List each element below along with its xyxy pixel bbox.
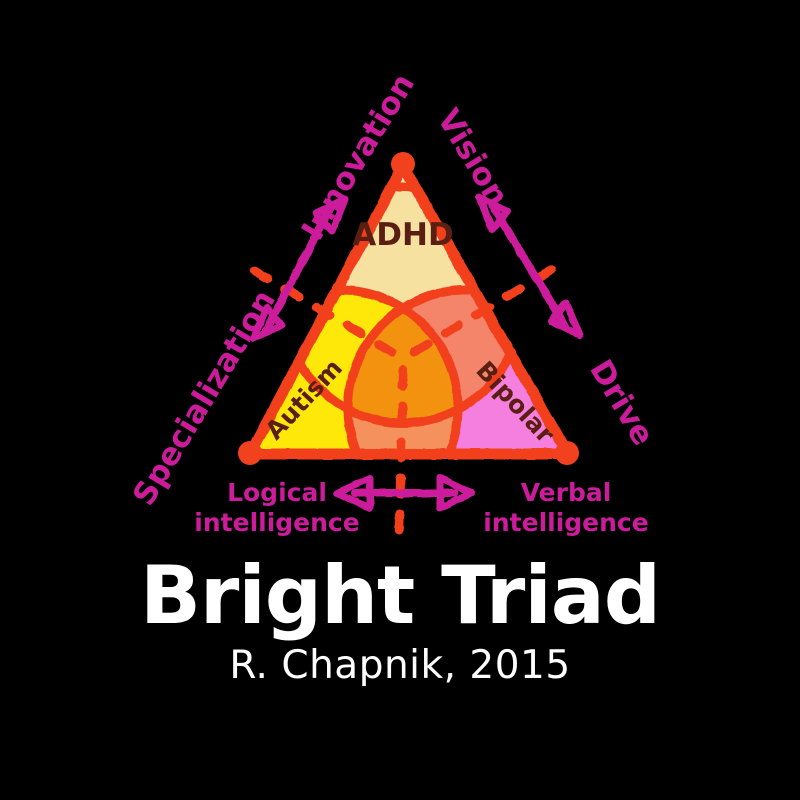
axis-arrow-right-line: [488, 201, 570, 331]
vertex-dot-bottom-right: [555, 441, 579, 465]
axis-label-vision: Vision: [430, 103, 516, 213]
dashed-rays: [233, 256, 571, 548]
corner-label-logical-line2: intelligence: [194, 508, 359, 537]
corner-label-verbal-line1: Verbal: [521, 478, 612, 507]
dashed-ray-upper-right: [409, 256, 571, 357]
dashed-ray-down: [394, 365, 408, 548]
arrowhead-innovation-up: [312, 195, 349, 235]
corner-label-logical-line1: Logical: [227, 478, 327, 507]
venn-label-adhd: ADHD: [352, 217, 453, 253]
arrowhead-vision-up: [475, 193, 512, 233]
axis-arrow-left-line: [262, 203, 335, 334]
arrowhead-drive-down: [547, 299, 584, 339]
arrowhead-specialization-down: [249, 303, 286, 343]
corner-label-verbal-line2: intelligence: [483, 508, 648, 537]
vertex-dot-apex: [391, 152, 415, 176]
axis-label-drive: Drive: [582, 354, 661, 452]
vertex-dot-bottom-left: [238, 441, 262, 465]
arrowhead-logical-left: [333, 474, 374, 512]
arrowhead-verbal-right: [436, 474, 476, 512]
dashed-ray-upper-left: [233, 256, 397, 357]
axis-arrowheads: [249, 193, 584, 512]
